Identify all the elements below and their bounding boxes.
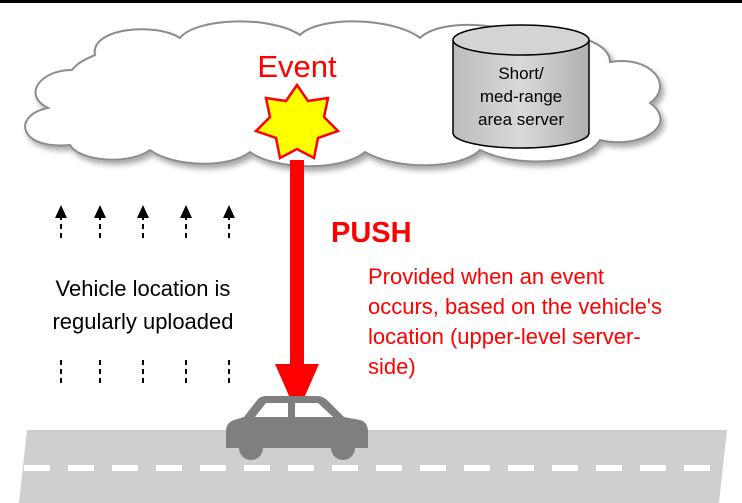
push-description-line-4: side) [368,354,416,379]
car-icon [226,396,368,460]
push-arrow [275,160,319,414]
push-description-line-3: location (upper-level server- [368,324,641,349]
upload-label-line-1: Vehicle location is [56,276,231,301]
upload-arrow [180,205,192,240]
server-label-line-1: Short/ [498,64,544,83]
top-rule [0,0,742,3]
database-cylinder-icon [452,24,590,149]
push-description: Provided when an event occurs, based on … [368,264,662,379]
upload-arrow [55,205,67,240]
server-label-line-2: med-range [480,87,562,106]
road [19,430,727,503]
upload-arrows [55,205,235,240]
upload-arrow [223,205,235,240]
push-label: PUSH [331,217,412,249]
push-description-line-2: occurs, based on the vehicle's [368,294,662,319]
upload-arrow [137,205,149,240]
server-label-line-3: area server [478,110,564,129]
event-starburst-icon [253,82,341,160]
upload-label-line-2: regularly uploaded [52,309,233,334]
upload-arrow [94,205,106,240]
upload-dash-tails [60,360,230,383]
event-label: Event [257,49,337,84]
push-description-line-1: Provided when an event [368,264,604,289]
